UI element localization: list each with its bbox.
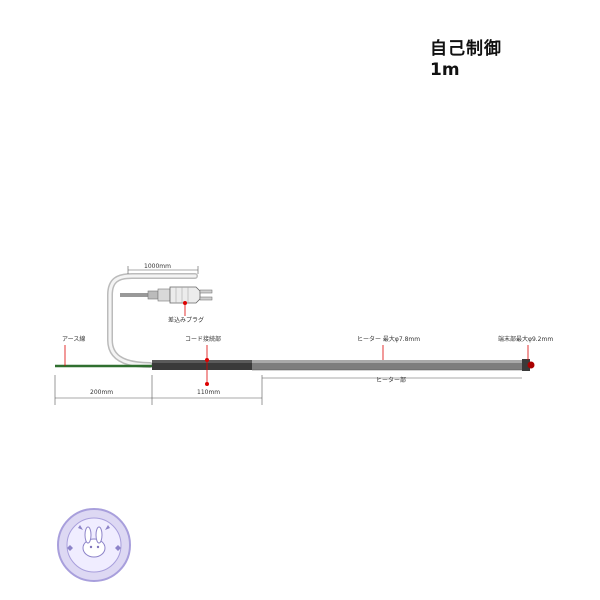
plug xyxy=(147,286,213,304)
power-cord-core xyxy=(108,274,197,367)
plug-dot xyxy=(183,301,187,305)
heater-tip xyxy=(522,359,530,371)
cord-joint xyxy=(152,360,252,370)
heater-max-label: ヒーター 最大φ7.8mm xyxy=(357,335,420,343)
earth-wire-label: アース線 xyxy=(62,335,85,343)
dim-110-label: 110mm xyxy=(197,389,220,396)
watermark-seal xyxy=(57,508,131,582)
cord-joint-label: コード接続部 xyxy=(185,335,221,343)
length-label: 1m xyxy=(430,60,460,80)
heater-tube xyxy=(252,360,522,370)
cord-length-label: 1000mm xyxy=(144,263,171,270)
plug-label: 差込みプラグ xyxy=(168,316,204,324)
tip-max-label: 端末部最大φ9.2mm xyxy=(498,335,553,343)
product-title: 自己制御 xyxy=(430,39,502,59)
tip-dot xyxy=(527,361,535,369)
heater-section-label: ヒーター部 xyxy=(376,376,406,384)
dim-200-label: 200mm xyxy=(90,389,113,396)
